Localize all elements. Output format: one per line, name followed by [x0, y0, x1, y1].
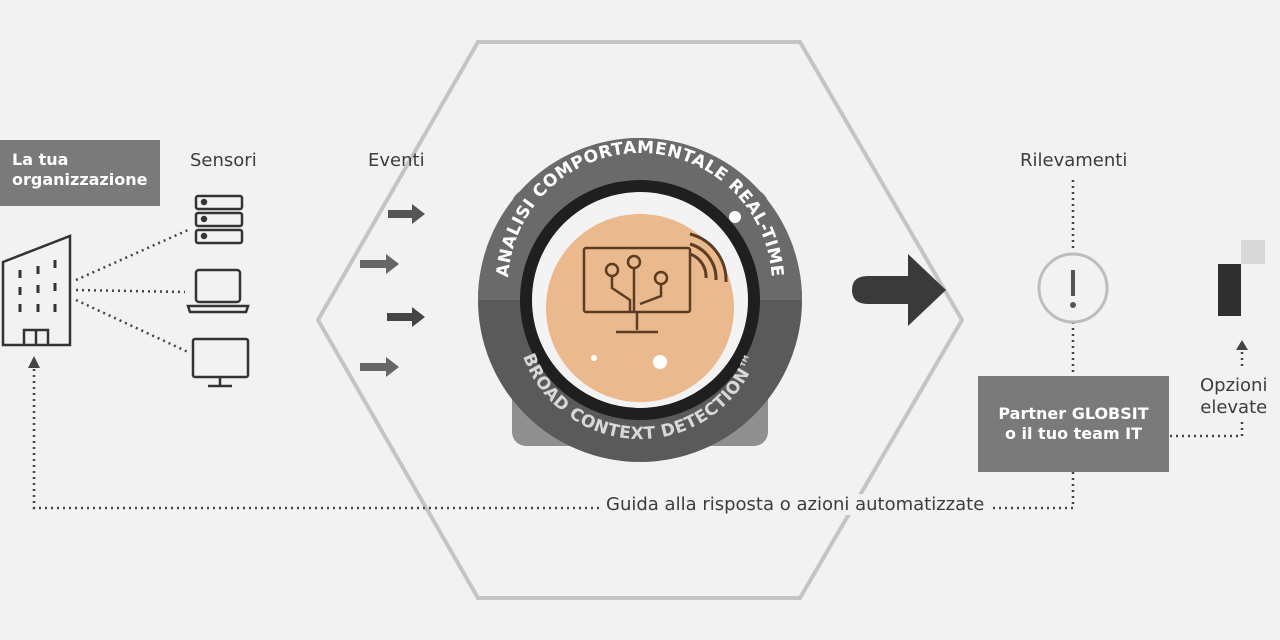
options-line1: Opzioni: [1200, 375, 1268, 396]
sensors-label: Sensori: [190, 150, 257, 171]
partner-line1: Partner GLOBSIT: [998, 404, 1149, 423]
partner-to-options-connector: [1170, 420, 1244, 438]
event-arrow: [388, 204, 425, 224]
detection-badge: ANALISI COMPORTAMENTALE REAL-TIME BROAD …: [478, 138, 802, 462]
circuit-monitor-icon: [582, 232, 728, 334]
event-arrow: [387, 307, 425, 327]
sensor-connectors: [75, 228, 189, 354]
organization-box: La tua organizzazione: [0, 140, 160, 206]
feedback-arrowhead: [28, 356, 40, 368]
options-label: Opzioni elevate: [1200, 375, 1267, 419]
partner-line2: o il tuo team IT: [1004, 424, 1143, 443]
server-icon: [194, 194, 244, 245]
organization-line2: organizzazione: [12, 170, 148, 189]
options-arrowhead: [1236, 340, 1248, 350]
feedback-loop: [32, 366, 1075, 510]
logo-icon: [1218, 240, 1265, 316]
detections-label: Rilevamenti: [1020, 150, 1128, 171]
events-label: Eventi: [368, 150, 425, 171]
partner-box: Partner GLOBSIT o il tuo team IT: [978, 376, 1169, 472]
hexagon-outline: [315, 40, 965, 600]
event-arrows: [360, 204, 425, 377]
output-arrow: [852, 254, 946, 326]
response-label: Guida alla risposta o azioni automatizza…: [600, 494, 991, 515]
monitor-icon: [191, 337, 250, 388]
event-arrow: [360, 357, 399, 377]
event-arrow: [360, 254, 399, 274]
organization-line1: La tua: [12, 150, 69, 169]
building-icon: [1, 234, 72, 347]
alert-icon: [1037, 252, 1109, 324]
options-line2: elevate: [1200, 397, 1268, 418]
laptop-icon: [186, 268, 250, 314]
